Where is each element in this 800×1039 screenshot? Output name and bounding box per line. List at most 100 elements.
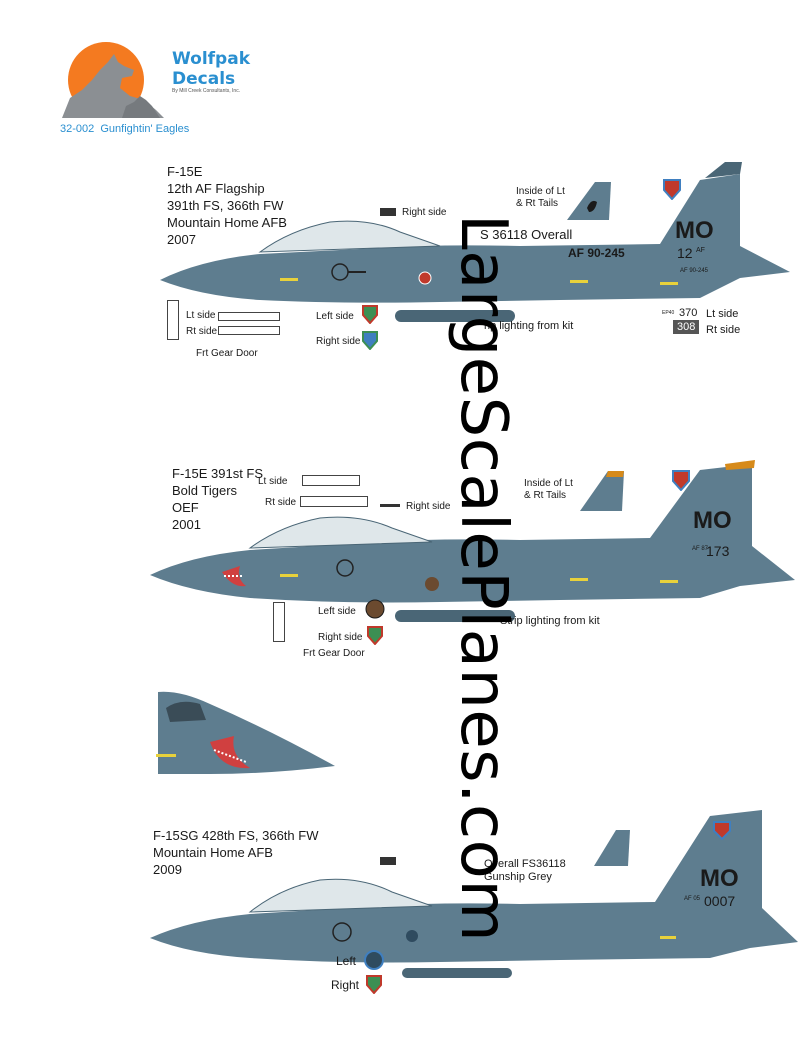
profile1-caption: F-15E 12th AF Flagship 391th FS, 366th F… — [167, 164, 287, 247]
roundel — [336, 559, 354, 577]
profile1-num-rt-label: Rt side — [706, 324, 741, 336]
tiger-badge-icon — [365, 599, 385, 619]
yellow-strip — [280, 278, 298, 281]
profile1-num-lt: 370 — [679, 307, 698, 319]
canopy — [248, 878, 433, 913]
tail-fin-detail-icon — [580, 471, 624, 511]
profile1-inside-tails-label: Inside of Lt & Rt Tails — [516, 186, 565, 209]
profile2-strip-note: Strip lighting from kit — [500, 615, 600, 627]
shield-badge-icon — [663, 179, 681, 201]
roundel — [332, 922, 352, 942]
profile1-rt-side-label: Rt side — [186, 326, 218, 337]
profile2-lt-decal — [302, 475, 360, 486]
nose-sharkmouth — [210, 736, 250, 769]
fin-tip-flash — [725, 460, 755, 470]
profile1-rt-decal — [218, 326, 280, 335]
profile2-tail-badge — [671, 469, 691, 496]
nose-canopy — [166, 701, 206, 722]
tail-code: MO — [675, 217, 714, 244]
profile1-tail-detail — [565, 178, 615, 228]
yellow-strip — [660, 580, 678, 583]
profile3-right-badge — [365, 974, 383, 999]
wing-badge — [406, 930, 418, 942]
profile1-right-badge — [361, 330, 379, 355]
profile2-lt-side-label: Lt side — [258, 476, 288, 487]
tiger-badge — [425, 577, 439, 591]
profile3-right-label: Right — [331, 978, 360, 992]
tail-code: MO — [700, 865, 739, 892]
squadron-badge-icon — [366, 975, 382, 995]
squadron-badge-icon — [367, 626, 383, 646]
profile1-rightside-swatch — [380, 208, 396, 216]
profile2-caption: F-15E 391st FS Bold Tigers OEF 2001 — [172, 466, 264, 532]
profile2-left-side-badge-label: Left side — [318, 606, 356, 617]
profile1-right-side-badge-label: Right side — [316, 336, 361, 347]
profile3-caption: F-15SG 428th FS, 366th FW Mountain Home … — [153, 828, 319, 877]
squadron-badge-icon — [362, 331, 378, 351]
yellow-strip — [660, 282, 678, 285]
profile3-aircraft: MO 0007 AF 05 — [150, 810, 798, 978]
fuselage — [160, 174, 790, 303]
profile1-frt-gear-label: Frt Gear Door — [196, 348, 258, 359]
profile2-tail-detail — [578, 467, 628, 520]
tail-serial: 173 — [706, 543, 730, 559]
profile2-right-side-badge-label: Right side — [318, 632, 363, 643]
profile2-right-side-label: Right side — [406, 501, 451, 512]
profile1-strip-note: rip lighting from kit — [484, 320, 574, 332]
profile1-lt-decal — [218, 312, 280, 321]
profile1-num-rt: 308 — [673, 320, 700, 334]
tail-fin-detail-icon — [567, 182, 611, 220]
tail-serial-small: AF 90-245 — [680, 268, 709, 274]
squadron-badge-icon — [362, 305, 378, 325]
yellow-strip — [660, 936, 676, 939]
shield-badge-icon — [713, 821, 731, 841]
yellow-strip — [280, 574, 298, 577]
brand-name-line2: Decals — [172, 69, 236, 89]
yellow-strip — [156, 754, 176, 757]
profile2-rt-side-label: Rt side — [265, 497, 297, 508]
fuselage — [150, 464, 795, 603]
brand-byline: By Mill Creek Consultants, Inc. — [172, 88, 241, 94]
yellow-strip — [570, 578, 588, 581]
profile1-color-note: S 36118 Overall — [480, 227, 573, 242]
profile1-tiny-code: EP40 — [662, 310, 675, 316]
profile1-left-badge — [361, 304, 379, 329]
profile1-num-lt-label: Lt side — [706, 308, 739, 320]
wolf-logo-icon — [62, 42, 164, 118]
tail-fin-detail-icon — [594, 830, 630, 866]
canopy — [248, 516, 433, 549]
nose-detail — [156, 691, 335, 774]
fuel-tank — [395, 310, 515, 322]
brand-name-line1: Wolfpak — [172, 49, 250, 69]
tail-sub: 12 — [677, 245, 693, 261]
profile1-serial-big: AF 90-245 — [568, 246, 625, 260]
profile1-left-side-badge-label: Left side — [316, 311, 354, 322]
profile3-color-note: Overall FS36118 Gunship Grey — [484, 858, 566, 883]
profile3-left-label: Left — [336, 954, 357, 968]
profile2-inside-tails-label: Inside of Lt & Rt Tails — [524, 478, 573, 501]
profile1-lt-side-label: Lt side — [186, 310, 216, 321]
profile2-frt-gear-label: Frt Gear Door — [303, 648, 365, 659]
profile1-aircraft: MO 12 AF AF 90-245 — [160, 162, 790, 322]
fin-tip — [705, 162, 742, 178]
profile2-rightside-swatch — [380, 504, 400, 507]
sheet-title: 32-002 Gunfightin' Eagles — [60, 123, 190, 135]
yellow-strip — [570, 280, 588, 283]
profile1-frt-gear-door — [167, 300, 179, 340]
wolf-cub-silhouette — [122, 96, 160, 118]
profile2-left-badge — [365, 598, 385, 625]
watermark: LargeScalePlanes.com — [446, 214, 520, 943]
profile3-left-badge — [364, 950, 384, 975]
wing-badge — [418, 271, 432, 285]
fuel-tank — [395, 610, 515, 622]
profile3-tail-detail — [592, 826, 632, 875]
tail-code: MO — [693, 507, 732, 534]
fuel-tank — [402, 968, 512, 978]
profile3-swatch — [380, 857, 396, 865]
fuselage — [150, 810, 798, 963]
nose-shark-teeth — [213, 749, 247, 763]
tail-sub-small: AF — [696, 247, 705, 254]
tail-serial: 0007 — [704, 893, 735, 909]
tail-serial-prefix: AF 87 — [692, 546, 709, 552]
profile2-rt-decal — [300, 496, 368, 507]
